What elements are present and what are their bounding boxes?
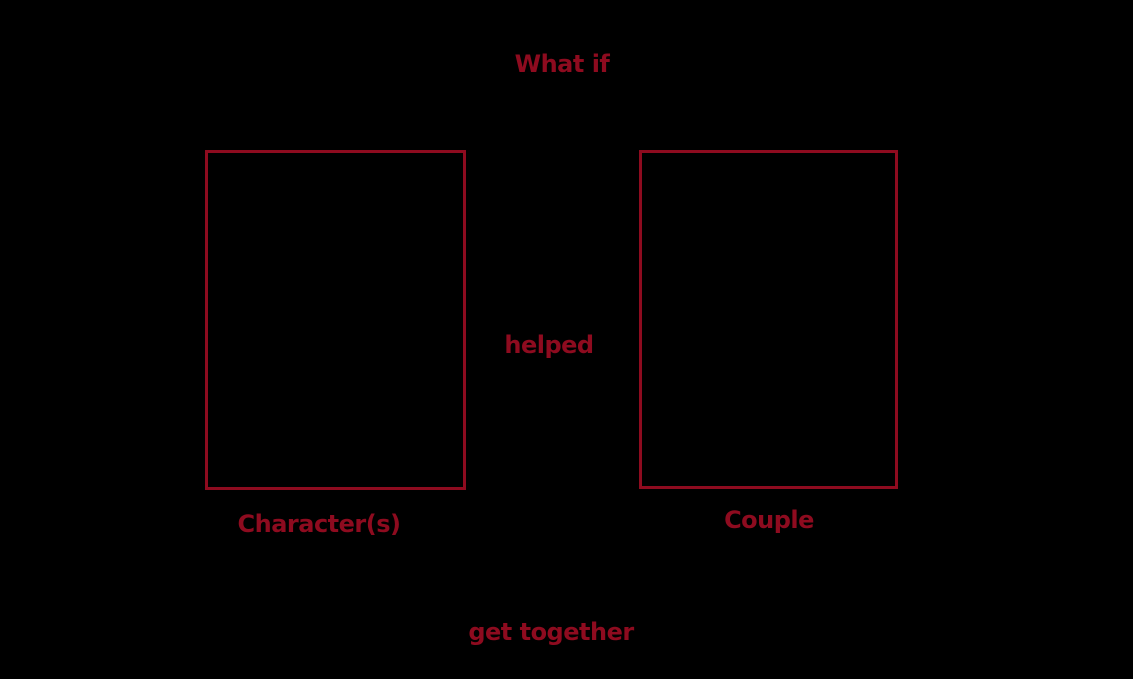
what-if-text: What if bbox=[514, 50, 610, 78]
couple-box[interactable] bbox=[639, 150, 898, 489]
helped-text: helped bbox=[504, 331, 594, 359]
character-box[interactable] bbox=[205, 150, 466, 490]
character-label: Character(s) bbox=[237, 510, 401, 538]
couple-label: Couple bbox=[724, 506, 814, 534]
get-together-text: get together bbox=[468, 618, 634, 646]
